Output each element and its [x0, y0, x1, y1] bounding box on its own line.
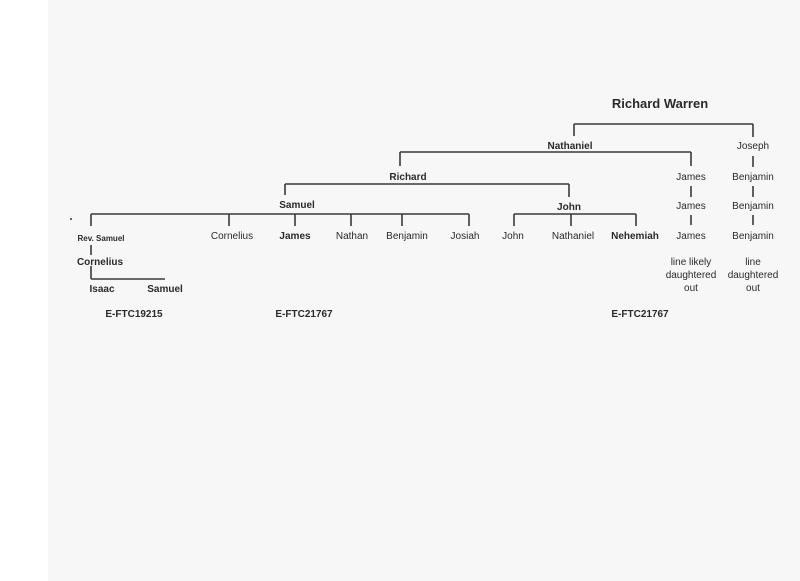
node-richard: Richard [389, 172, 427, 183]
node-benjamin-son-of-samuel: Benjamin [386, 231, 428, 242]
node-isaac: Isaac [89, 284, 115, 295]
node-james-1: James [676, 172, 706, 183]
node-josiah: Josiah [450, 231, 480, 242]
node-benjamin-3: Benjamin [732, 231, 774, 242]
node-nehemiah: Nehemiah [611, 231, 659, 242]
kit-label-nehemiah-line: E-FTC21767 [611, 309, 669, 320]
node-cornelius-son-of-samuel: Cornelius [210, 231, 254, 242]
node-samuel: Samuel [279, 200, 315, 211]
node-joseph: Joseph [736, 141, 770, 152]
document-page [48, 0, 800, 581]
node-nathan: Nathan [335, 231, 369, 242]
node-rev-samuel: Rev. Samuel [77, 234, 125, 243]
node-cornelius-son-of-rev-samuel: Cornelius [76, 257, 124, 268]
node-john: John [557, 202, 581, 213]
kit-label-james-line: E-FTC21767 [275, 309, 333, 320]
kit-label-isaac-line: E-FTC19215 [105, 309, 163, 320]
root-richard-warren: Richard Warren [611, 96, 709, 111]
node-john-son-of-john: John [502, 231, 524, 242]
node-samuel-son-of-cornelius: Samuel [147, 284, 183, 295]
note-line-likely-daughtered-out: line likely daughtered out [665, 257, 717, 294]
node-benjamin-1: Benjamin [732, 172, 774, 183]
node-benjamin-2: Benjamin [732, 201, 774, 212]
node-james-2: James [676, 201, 706, 212]
node-james-3: James [676, 231, 706, 242]
speck-mark [70, 218, 72, 220]
node-nathaniel: Nathaniel [547, 141, 593, 152]
node-james-son-of-samuel: James [279, 231, 311, 242]
node-nathaniel-son-of-john: Nathaniel [551, 231, 595, 242]
note-line-daughtered-out: line daughtered out [727, 257, 779, 294]
